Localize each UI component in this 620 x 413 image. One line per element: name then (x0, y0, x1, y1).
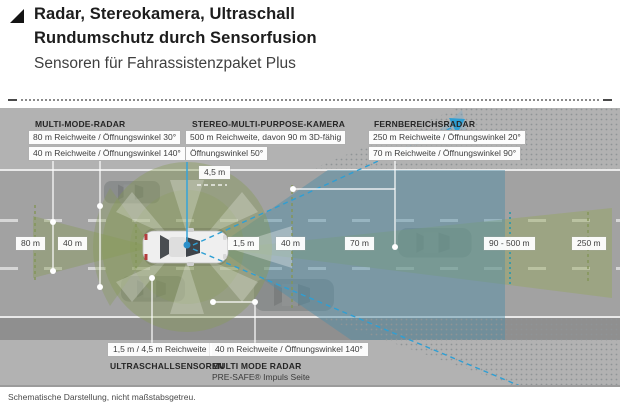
ultrasonic-fans (116, 180, 258, 314)
label-rear-radar-subtitle: PRE-SAFE® Impuls Seite (212, 372, 310, 382)
scale-line (8, 98, 612, 102)
footnote: Schematische Darstellung, nicht maßstabs… (8, 392, 196, 402)
marker-rear-80m: 80 m (16, 237, 45, 250)
scale-line-endcap (603, 99, 612, 101)
label-ultrasonic-title: ULTRASCHALLSENSOREN (110, 361, 225, 371)
label-camera-title: STEREO-MULTI-PURPOSE-KAMERA (192, 119, 346, 129)
long-range-radar-zone (222, 208, 612, 298)
marker-front-4-5m: 4,5 m (199, 166, 231, 179)
measurement-lines (52, 160, 396, 344)
label-long-range-radar-spec1: 250 m Reichweite / Öffnungswinkel 20° (368, 130, 526, 145)
marker-front-70m: 70 m (345, 237, 374, 250)
label-front-radar-title: MULTI-MODE-RADAR (35, 119, 126, 129)
marker-front-40m: 40 m (276, 237, 305, 250)
marker-front-1-5m: 1,5 m (228, 237, 260, 250)
title-line-1: Radar, Stereokamera, Ultraschall (34, 5, 295, 23)
marker-camera-range: 90 - 500 m (484, 237, 535, 250)
label-long-range-radar-title: FERNBEREICHSRADAR (374, 119, 476, 129)
road-edge-line (0, 169, 620, 171)
diagram-area: MULTI-MODE-RADAR 80 m Reichweite / Öffnu… (0, 108, 620, 385)
label-camera-spec1: 500 m Reichweite, davon 90 m 3D-fähig (185, 130, 347, 145)
marker-rear-40m: 40 m (58, 237, 87, 250)
scale-line-endcap (8, 99, 17, 101)
label-front-radar-spec2: 40 m Reichweite / Öffnungswinkel 140° (28, 146, 186, 161)
label-rear-radar-title: MULTI MODE RADAR (212, 361, 302, 371)
side-radar-zone (216, 170, 505, 340)
label-long-range-radar-spec2: 70 m Reichweite / Öffnungswinkel 90° (368, 146, 522, 161)
measurement-dots (50, 186, 398, 305)
scale-line-dots (21, 99, 599, 101)
rear-narrow-radar-zone (33, 216, 152, 278)
label-rear-radar-spec: 40 m Reichweite / Öffnungswinkel 140° (210, 343, 368, 356)
lane-marking (0, 267, 620, 270)
marker-250m: 250 m (572, 237, 606, 250)
rear-wide-radar-zone (93, 188, 152, 306)
footer-divider (0, 385, 620, 387)
label-ultrasonic-spec: 1,5 m / 4,5 m Reichweite (108, 343, 212, 356)
camera-range-arrow-icon (449, 118, 465, 134)
subtitle: Sensoren für Fahrassistenzpaket Plus (34, 55, 296, 72)
road-edge-line (0, 316, 620, 318)
label-camera-spec2: Öffnungswinkel 50° (185, 146, 269, 161)
title-line-2: Rundumschutz durch Sensorfusion (34, 29, 317, 47)
lane-marking (0, 219, 620, 222)
camera-position-dot (183, 241, 191, 249)
corner-triangle-icon (10, 9, 24, 23)
label-front-radar-spec1: 80 m Reichweite / Öffnungswinkel 30° (28, 130, 182, 145)
